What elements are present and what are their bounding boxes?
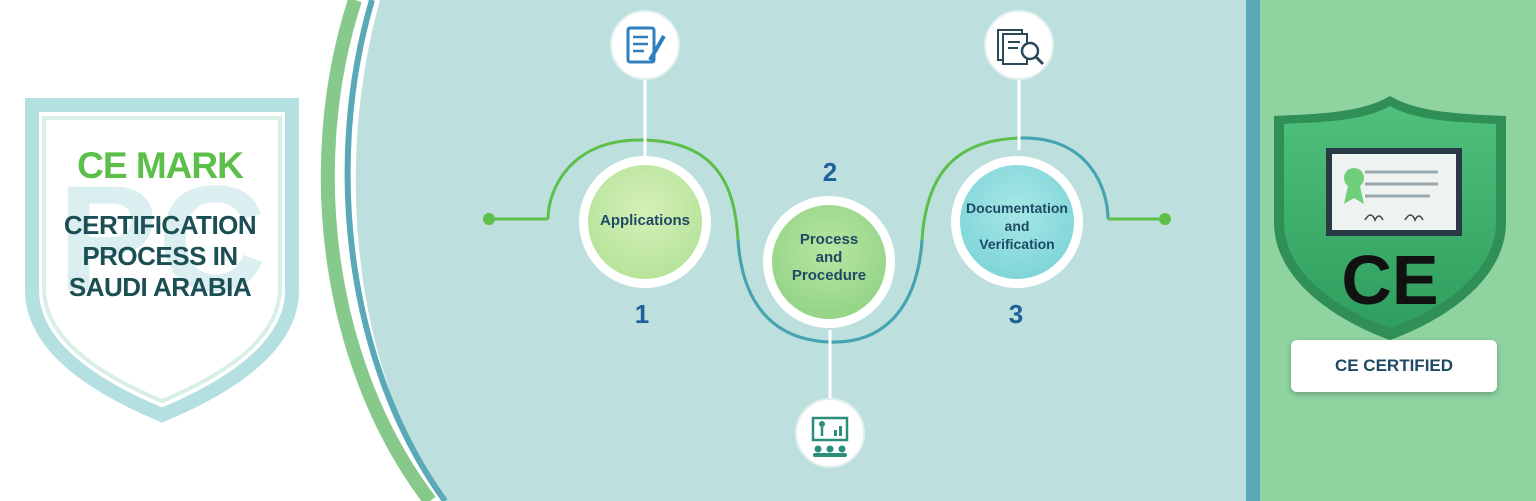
ce-certified-badge: CE CERTIFIED: [1291, 340, 1497, 392]
step-label-line: Process: [799, 231, 859, 248]
step-label-line: Applications: [599, 212, 690, 229]
step-circle-2: [763, 196, 895, 328]
flow-connector: [483, 70, 1171, 408]
document-pen-icon: [610, 10, 680, 80]
step-circle-1: [579, 156, 711, 288]
step-label-line: Documentation: [966, 200, 1068, 216]
ce-shield-icon: CE: [1274, 96, 1506, 340]
ce-mark-text: CE: [1341, 241, 1438, 319]
document-search-icon: [984, 10, 1054, 80]
step-label-line: and: [1004, 218, 1030, 234]
step-label-applications: Applications: [575, 212, 715, 229]
shield-outline-icon: PC: [25, 98, 299, 423]
step-label-line: Procedure: [791, 267, 867, 284]
step-circle-3: [951, 156, 1083, 288]
page-subtitle: CERTIFICATION PROCESS IN SAUDI ARABIA: [25, 210, 295, 303]
step-label-process: Process and Procedure: [759, 231, 899, 285]
step-label-line: Verification: [979, 236, 1055, 252]
page-title: CE MARK: [77, 145, 244, 186]
process-flow: [483, 10, 1171, 468]
subtitle-line: CERTIFICATION: [63, 210, 257, 240]
step-number-1: 1: [634, 299, 650, 329]
step-label-line: and: [815, 249, 843, 266]
subtitle-line: PROCESS IN: [82, 241, 238, 271]
svg-text:PC: PC: [58, 154, 266, 322]
step-number-3: 3: [1008, 299, 1024, 329]
presentation-icon: [795, 398, 865, 468]
step-number-2: 2: [822, 157, 838, 187]
step-label-documentation: Documentation and Verification: [947, 199, 1087, 253]
subtitle-line: SAUDI ARABIA: [68, 272, 252, 302]
